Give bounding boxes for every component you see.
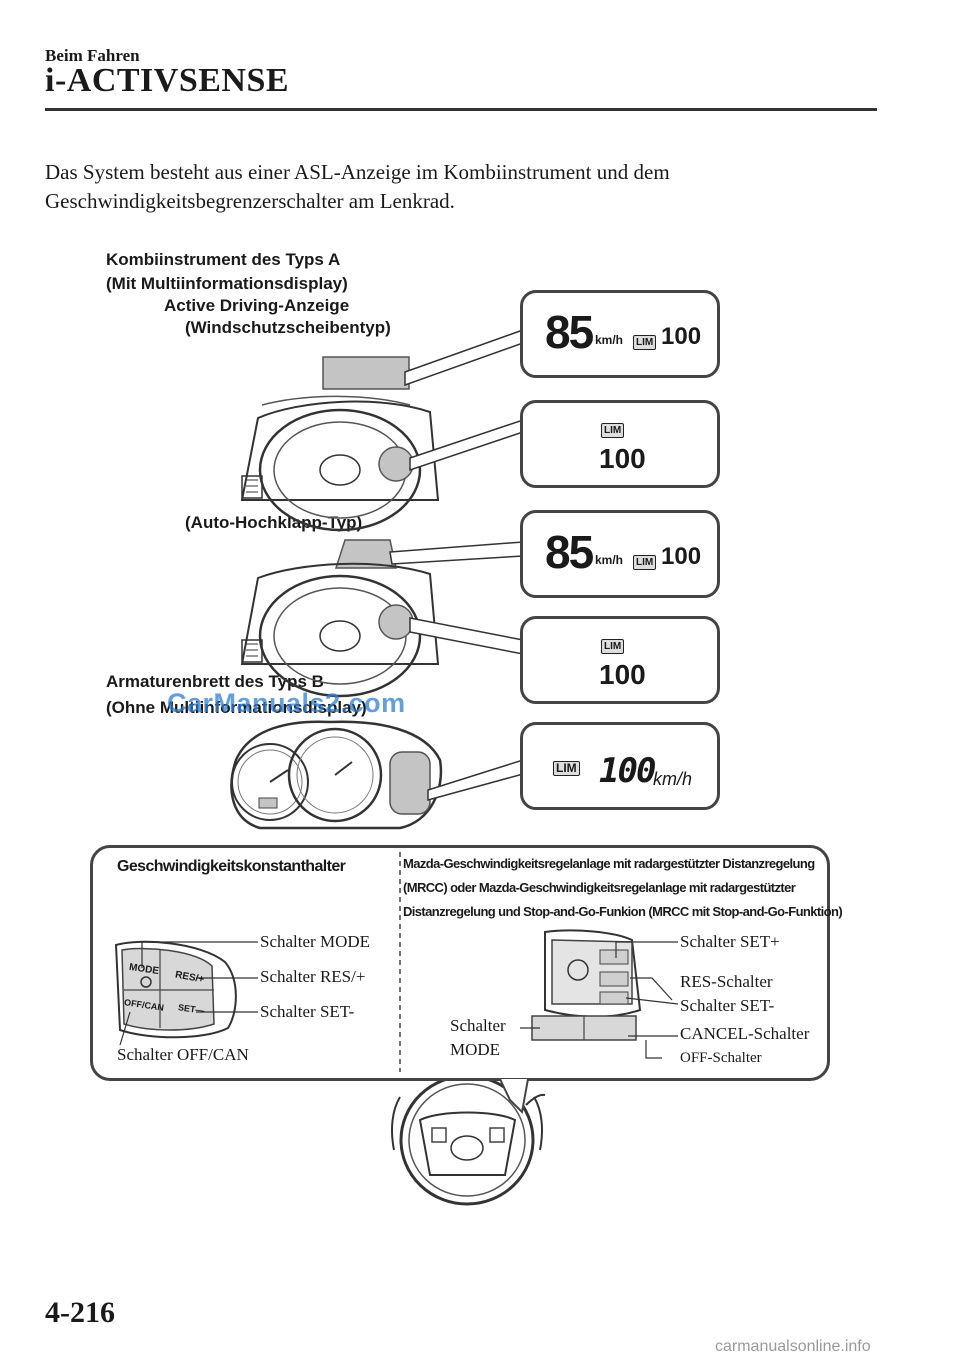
callout-mode-right-1: Schalter xyxy=(450,1016,506,1035)
callout-set-plus: Schalter SET+ xyxy=(680,932,780,951)
title-divider xyxy=(45,108,877,111)
mrcc-title-line3: Distanzregelung und Stop-and-Go-Funkion … xyxy=(403,904,843,919)
speed-value: 85 xyxy=(545,306,594,358)
lim-badge: LIM xyxy=(633,555,657,570)
lim-badge: LIM xyxy=(633,335,657,350)
instrument-cluster-type-b xyxy=(230,720,443,830)
mrcc-switch-right xyxy=(531,929,642,1041)
limit-value: 100 xyxy=(599,659,646,690)
callout-set-minus-right: Schalter SET- xyxy=(680,996,775,1015)
cruise-switch-left xyxy=(114,940,237,1039)
lim-badge: LIM xyxy=(601,639,625,654)
lim-badge: LIM xyxy=(553,761,580,776)
limit-value: 100 xyxy=(599,443,646,474)
limit-value-segment: 100 xyxy=(599,751,656,791)
panel-pointer xyxy=(499,1078,529,1115)
dashboard-2 xyxy=(240,562,440,698)
cruise-title: Geschwindigkeitskonstanthalter xyxy=(117,858,346,875)
type-b-title: Armaturenbrett des Typs B xyxy=(106,672,324,691)
limit-value: 100 xyxy=(661,323,702,350)
callout-set-minus: Schalter SET- xyxy=(260,1002,355,1021)
display-speed-limit-a: 85 km/h LIM 100 xyxy=(520,290,720,378)
callout-res-plus: Schalter RES/+ xyxy=(260,967,366,986)
speed-unit: km/h xyxy=(595,553,624,567)
display-type-b: LIM 100 km/h xyxy=(520,722,720,810)
limit-value: 100 xyxy=(661,543,702,570)
callout-off: OFF-Schalter xyxy=(680,1050,762,1066)
windshield-type-label: (Windschutzscheibentyp) xyxy=(185,318,391,337)
display-limit-only-auto: LIM 100 xyxy=(520,616,720,704)
callout-mode-right-2: MODE xyxy=(450,1040,501,1059)
footer-site: carmanualsonline.info xyxy=(715,1338,871,1355)
dashboard-1 xyxy=(240,395,440,532)
watermark: CarManuals2.com xyxy=(167,688,406,718)
callout-res: RES-Schalter xyxy=(680,972,773,991)
callout-off-can: Schalter OFF/CAN xyxy=(117,1045,249,1064)
type-a-title: Kombiinstrument des Typs A xyxy=(106,250,341,269)
type-b-subtitle: (Ohne Multiinformationsdisplay) xyxy=(106,698,367,717)
speed-unit: km/h xyxy=(595,333,624,347)
page-number: 4-216 xyxy=(45,1296,115,1329)
callout-mode-switch: Schalter MODE xyxy=(260,932,371,951)
display-speed-limit-auto: 85 km/h LIM 100 xyxy=(520,510,720,598)
mrcc-title-line2: (MRCC) oder Mazda-Geschwindigkeitsregela… xyxy=(403,880,796,895)
mrcc-title-line1: Mazda-Geschwindigkeitsregelanlage mit ra… xyxy=(403,856,815,871)
unit-label: km/h xyxy=(653,769,693,789)
intro-paragraph: Das System besteht aus einer ASL-Anzeige… xyxy=(45,160,670,213)
speed-value: 85 xyxy=(545,526,594,578)
popup-hud-panel xyxy=(334,539,397,569)
display-limit-only-a: LIM 100 xyxy=(520,400,720,488)
chapter-title: i-ACTIVSENSE xyxy=(45,62,290,99)
callout-cancel: CANCEL-Schalter xyxy=(680,1024,810,1043)
type-a-subtitle: (Mit Multiinformationsdisplay) xyxy=(106,274,348,293)
section-label: Beim Fahren xyxy=(45,46,140,65)
lim-badge: LIM xyxy=(601,423,625,438)
active-driving-label: Active Driving-Anzeige xyxy=(164,296,350,315)
